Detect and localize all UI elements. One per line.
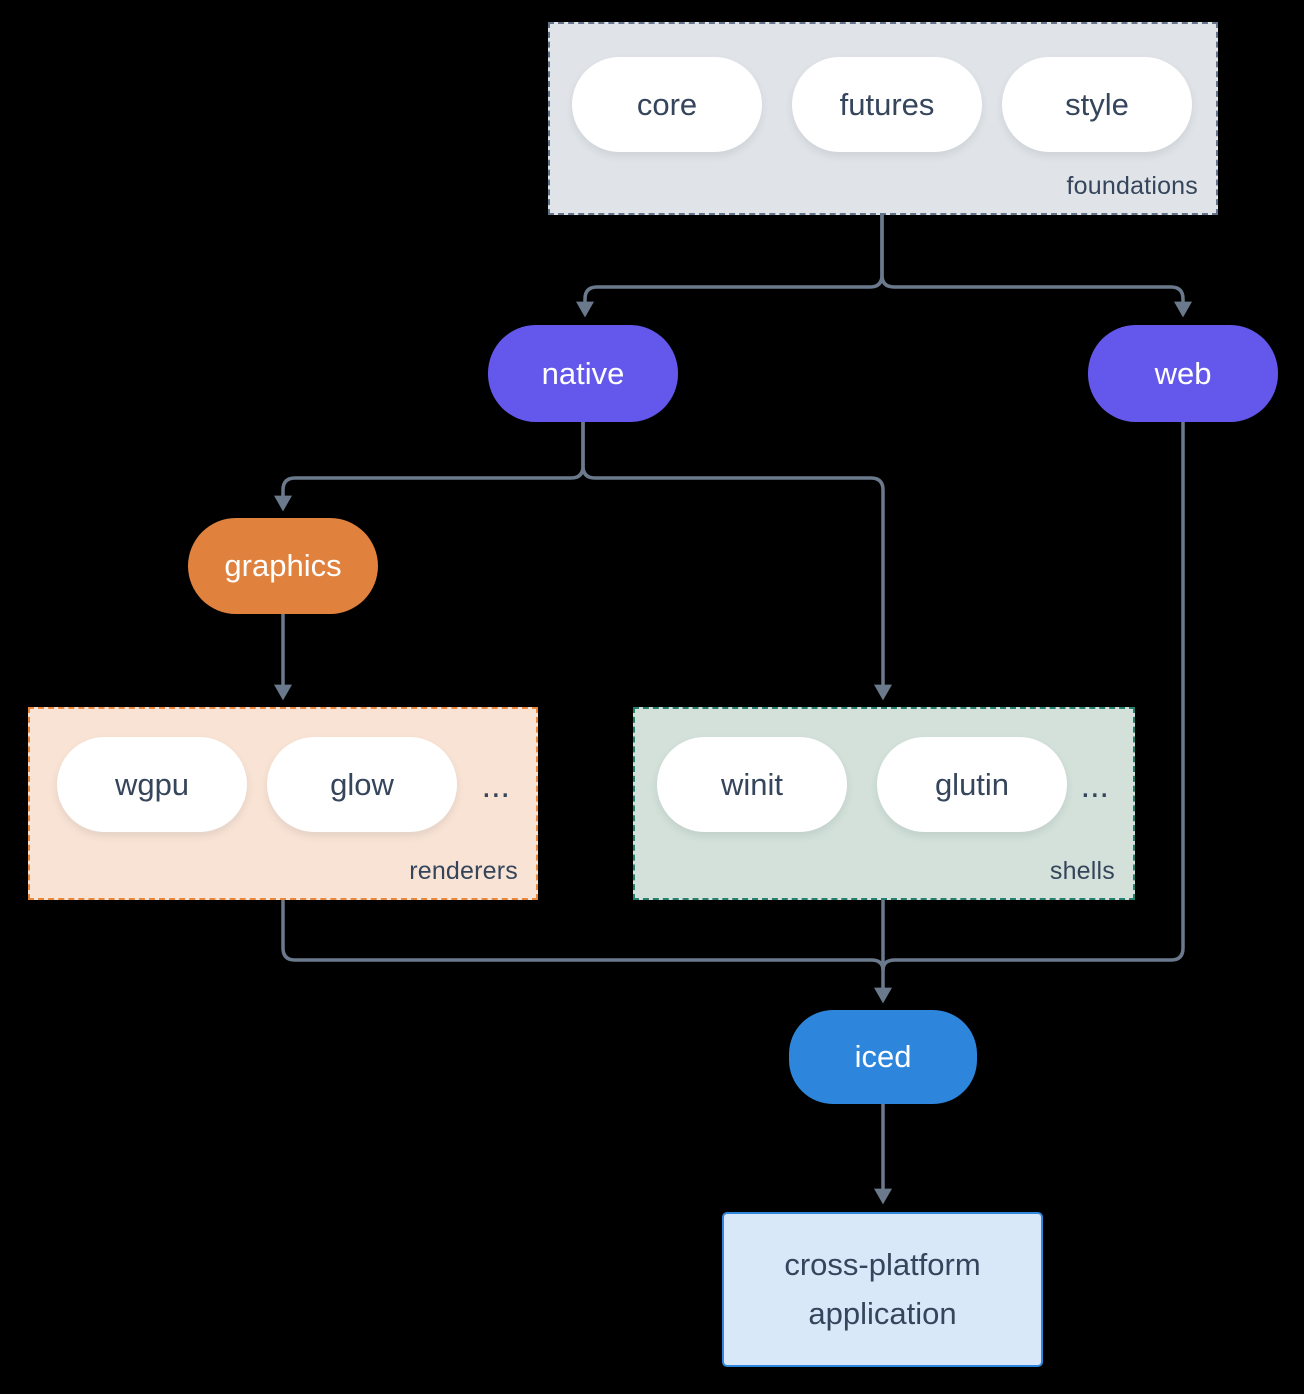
renderers-label: renderers <box>409 857 518 885</box>
renderers-group: wgpu glow ... renderers <box>28 707 538 900</box>
node-native: native <box>488 325 678 422</box>
arrow-foundations-to-web <box>880 215 1192 318</box>
node-glutin: glutin <box>877 737 1067 832</box>
application-line2: application <box>808 1295 957 1331</box>
node-iced: iced <box>789 1010 977 1104</box>
renderers-ellipsis: ... <box>481 767 510 805</box>
shells-group: winit glutin ... shells <box>633 707 1135 900</box>
node-style: style <box>1002 57 1192 152</box>
application-line1: cross-platform <box>784 1247 981 1283</box>
connector-renderers-to-merge <box>281 900 885 971</box>
node-core: core <box>572 57 762 152</box>
node-wgpu: wgpu <box>57 737 247 832</box>
node-cross-platform-application: cross-platform application <box>722 1212 1043 1367</box>
shells-label: shells <box>1049 857 1115 885</box>
node-futures: futures <box>792 57 982 152</box>
node-graphics: graphics <box>188 518 378 614</box>
foundations-group: core futures style foundations <box>548 22 1218 215</box>
arrow-native-to-graphics <box>274 422 585 512</box>
arrow-native-to-shells <box>581 422 892 701</box>
foundations-label: foundations <box>1066 172 1198 200</box>
node-web: web <box>1088 325 1278 422</box>
shells-ellipsis: ... <box>1080 767 1109 805</box>
node-winit: winit <box>657 737 847 832</box>
node-glow: glow <box>267 737 457 832</box>
arrow-foundations-to-native <box>576 215 884 318</box>
